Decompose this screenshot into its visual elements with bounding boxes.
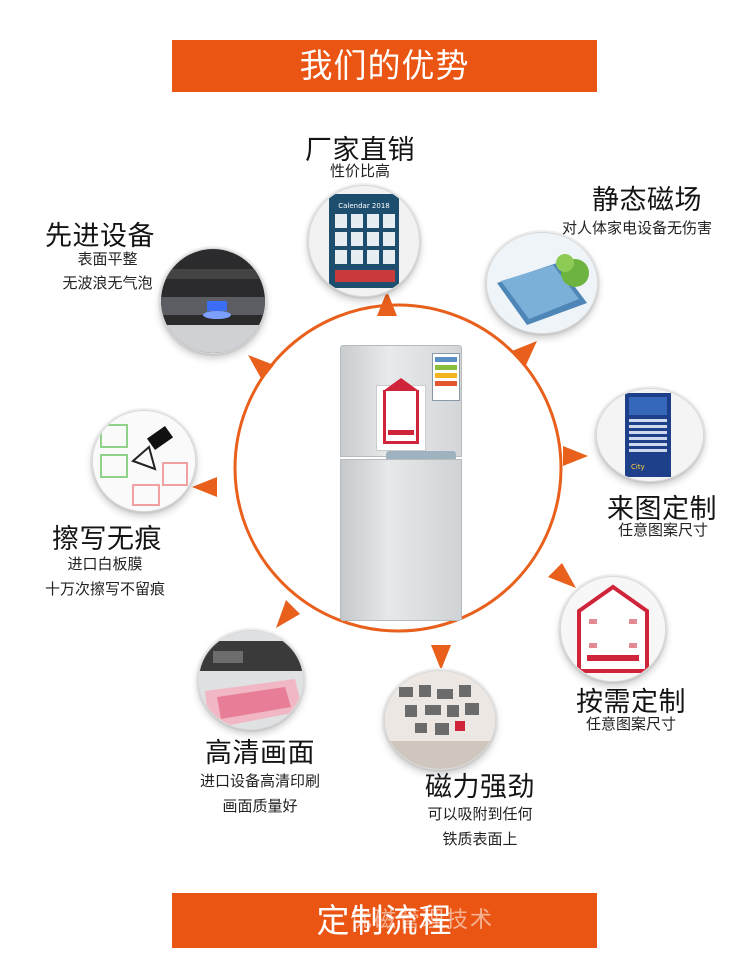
photo-custom-calendar: City bbox=[596, 388, 704, 482]
fridge-handle bbox=[386, 451, 456, 461]
magnetic-title: 静态磁场 bbox=[592, 185, 702, 216]
arrow-lower-right bbox=[548, 563, 576, 588]
calendar-illustration: Calendar 2018 bbox=[329, 194, 399, 288]
ring-circle bbox=[233, 303, 563, 633]
custom-image-line-1: 任意图案尺寸 bbox=[618, 521, 709, 539]
house-tag-illustration bbox=[561, 577, 665, 681]
footer-title: 定制流程 bbox=[316, 901, 453, 940]
equipment-line-1: 表面平整 bbox=[77, 250, 138, 268]
fridge-image bbox=[340, 345, 462, 621]
whiteboard-illustration bbox=[93, 411, 195, 511]
photo-magnetic-sheet bbox=[486, 232, 598, 334]
strength-title: 磁力强劲 bbox=[425, 772, 535, 803]
arrow-left bbox=[192, 477, 217, 497]
photo-printer bbox=[198, 630, 304, 730]
arrow-upper-right bbox=[512, 341, 537, 365]
header-title: 我们的优势 bbox=[299, 46, 470, 85]
on-demand-line-1: 任意图案尺寸 bbox=[586, 715, 677, 733]
watermark-text: 优磁管理技术 bbox=[350, 908, 495, 933]
photo-house-tag bbox=[560, 576, 666, 682]
factory-title: 厂家直销 bbox=[305, 135, 415, 166]
erase-line-2: 十万次擦写不留痕 bbox=[44, 580, 165, 598]
photo-uv-printer bbox=[160, 248, 266, 354]
photo-calendar: Calendar 2018 bbox=[308, 185, 420, 297]
equipment-line-2: 无波浪无气泡 bbox=[62, 274, 153, 292]
printer-illustration bbox=[199, 631, 303, 729]
magnet-wall-illustration bbox=[385, 671, 495, 769]
erase-title: 擦写无痕 bbox=[52, 524, 162, 555]
city-label: City bbox=[631, 463, 645, 471]
equipment-title: 先进设备 bbox=[45, 221, 155, 252]
ring-arrows bbox=[192, 291, 588, 670]
arrow-upper-left bbox=[248, 355, 274, 380]
header-banner: 我们的优势 bbox=[172, 40, 597, 92]
hd-line-2: 画面质量好 bbox=[222, 797, 298, 815]
arrow-lower-left bbox=[276, 600, 300, 628]
energy-label-sticker bbox=[432, 353, 460, 401]
erase-line-1: 进口白板膜 bbox=[67, 555, 143, 573]
house-tag-shape bbox=[383, 378, 419, 444]
arrow-bottom bbox=[431, 645, 451, 670]
hd-line-1: 进口设备高清印刷 bbox=[199, 772, 320, 790]
arrow-right bbox=[563, 446, 588, 466]
city-calendar-illustration: City bbox=[597, 389, 703, 481]
strength-line-2: 铁质表面上 bbox=[442, 830, 518, 848]
photo-magnet-wall bbox=[384, 670, 496, 770]
magnet-sheet-illustration bbox=[487, 233, 597, 333]
photo-whiteboard bbox=[92, 410, 196, 512]
calendar-label: Calendar 2018 bbox=[338, 202, 390, 210]
hd-title: 高清画面 bbox=[205, 738, 315, 769]
strength-line-1: 可以吸附到任何 bbox=[427, 805, 533, 823]
fridge-lower-door bbox=[340, 459, 462, 621]
footer-banner: 定制流程 优磁管理技术 bbox=[172, 893, 597, 948]
fridge-magnet bbox=[376, 378, 426, 451]
factory-line-1: 性价比高 bbox=[329, 162, 390, 180]
custom-image-title: 来图定制 bbox=[607, 494, 717, 525]
magnetic-line-1: 对人体家电设备无伤害 bbox=[562, 219, 713, 237]
arrow-top bbox=[377, 291, 397, 316]
uv-printer-illustration bbox=[161, 249, 265, 353]
on-demand-title: 按需定制 bbox=[576, 687, 686, 718]
